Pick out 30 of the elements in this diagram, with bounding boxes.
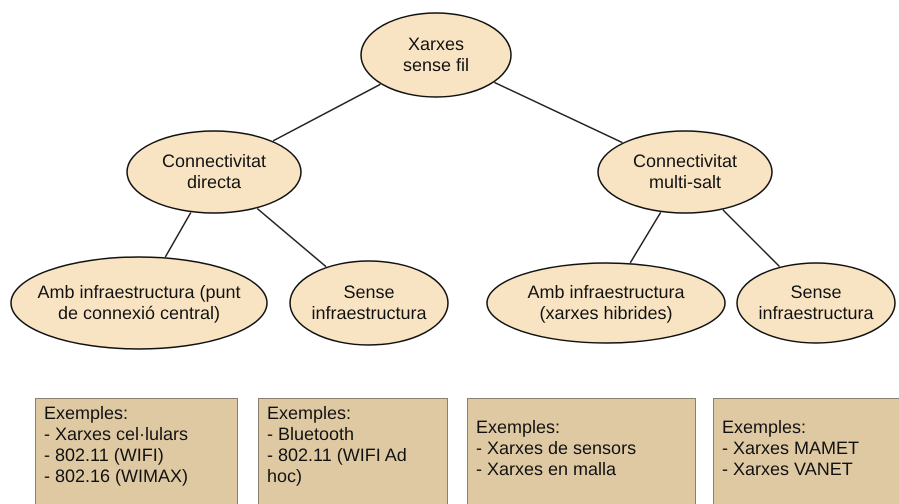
example-item: - 802.11 (WIFI Ad hoc) <box>267 445 408 487</box>
node-label: Connectivitat multi-salt <box>632 151 738 193</box>
node-label: Amb infraestructura (punt de connexió central) <box>36 282 242 324</box>
examples-heading: Exemples: <box>267 403 352 424</box>
example-box <box>258 398 448 504</box>
node-label: Connectivitat directa <box>160 151 268 193</box>
example-item: - Bluetooth <box>267 424 354 445</box>
example-item: - 802.11 (WIFI) <box>44 445 164 466</box>
node-label: Xarxes sense fil <box>402 34 470 76</box>
example-item: - 802.16 (WIMAX) <box>44 466 188 487</box>
example-item: - Xarxes VANET <box>722 459 853 480</box>
examples-heading: Exemples: <box>722 417 806 438</box>
connector-line <box>494 82 623 144</box>
example-item: - Xarxes cel·lulars <box>44 424 188 445</box>
examples-heading: Exemples: <box>44 403 128 424</box>
connector-line <box>272 84 381 142</box>
example-item: - Xarxes de sensors <box>476 438 636 459</box>
connector-line <box>164 212 192 258</box>
examples-heading: Exemples: <box>476 417 560 438</box>
example-item: - Xarxes MAMET <box>722 438 860 459</box>
example-box <box>713 398 899 504</box>
example-box <box>35 398 238 504</box>
connector-line <box>256 208 327 268</box>
example-box <box>467 398 696 504</box>
node-label: Sense infraestructura <box>310 282 428 324</box>
example-item: - Xarxes en malla <box>476 459 616 480</box>
connector-line <box>722 209 780 268</box>
node-label: Sense infraestructura <box>757 282 875 324</box>
connector-line <box>630 212 662 264</box>
node-label: Amb infraestructura (xarxes hibrides) <box>526 282 686 324</box>
